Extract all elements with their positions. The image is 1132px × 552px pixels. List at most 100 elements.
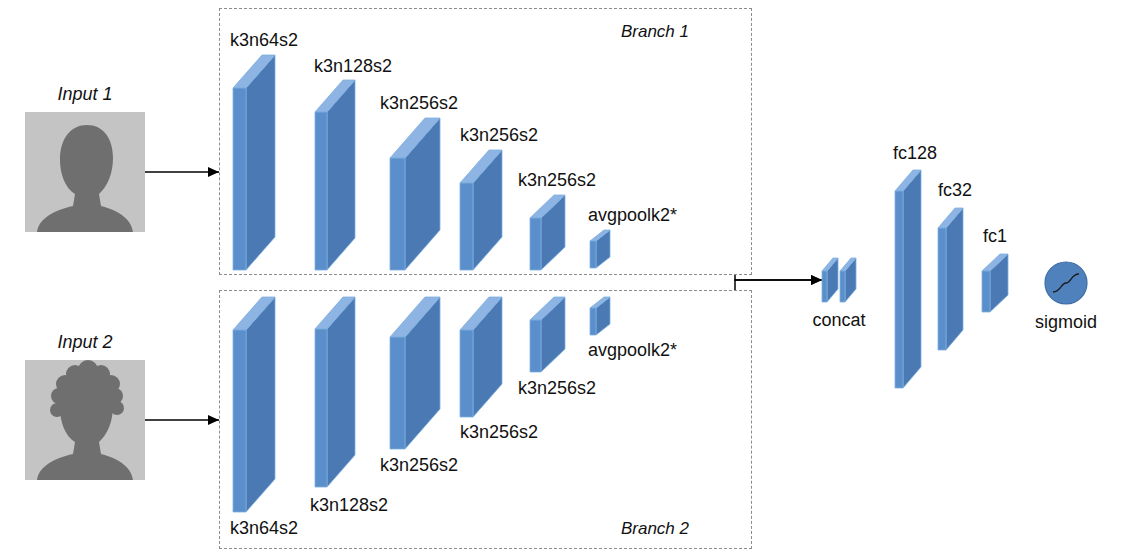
concat-layer-shape (822, 258, 856, 302)
fc-layer-shape (938, 208, 963, 350)
input-image: Input 1 (25, 112, 145, 232)
pool-layer-shape (590, 297, 610, 335)
layer-face (938, 208, 963, 228)
sigmoid-node: sigmoid (1044, 261, 1088, 305)
fc-layer-shape (895, 170, 921, 388)
concat-layer: concat (822, 258, 856, 302)
layer-face (315, 112, 327, 270)
conv-layer: k3n64s2 (233, 297, 275, 512)
head-silhouette (37, 373, 133, 480)
layer-label: k3n256s2 (460, 422, 538, 443)
layer-face (590, 297, 610, 308)
layer-face (530, 297, 565, 320)
layer-face (390, 118, 440, 158)
layer-label: fc32 (938, 180, 972, 201)
layer-face (822, 258, 838, 271)
layer-face (530, 218, 541, 270)
layer-face (840, 258, 856, 271)
layer-face (390, 337, 405, 449)
layer-label: k3n128s2 (310, 495, 388, 516)
hair-curl (110, 401, 124, 415)
conv-layer: k3n64s2 (233, 55, 275, 270)
flow-arrow (145, 419, 219, 421)
layer-face (233, 330, 246, 512)
layer-face (530, 195, 565, 218)
conv-layer-shape (460, 150, 502, 270)
branch-title: Branch 1 (621, 21, 689, 42)
layer-face (315, 329, 327, 487)
conv-layer: k3n256s2 (460, 150, 502, 270)
layer-face (946, 208, 963, 350)
conv-layer: k3n256s2 (390, 118, 440, 270)
layer-face (530, 320, 541, 372)
layer-face (938, 228, 946, 350)
input-label: Input 1 (57, 84, 112, 105)
branch-box: Branch 1k3n64s2k3n128s2k3n256s2k3n256s2k… (219, 8, 752, 275)
fc-layer: fc32 (938, 208, 963, 350)
conv-layer-shape (530, 297, 565, 372)
layer-label: k3n256s2 (380, 93, 458, 114)
head-silhouette (37, 125, 133, 232)
conv-layer-shape (390, 297, 440, 449)
conv-layer: k3n128s2 (315, 80, 355, 270)
layer-label: k3n256s2 (518, 378, 596, 399)
conv-layer: k3n128s2 (315, 297, 355, 487)
layer-face (822, 271, 827, 302)
conv-layer: k3n256s2 (460, 297, 502, 417)
pool-layer-shape (590, 230, 610, 268)
conv-layer-shape (315, 80, 355, 270)
layer-face (246, 297, 275, 512)
layer-face (327, 297, 355, 487)
layer-face (460, 150, 502, 183)
sigmoid-curve (1053, 274, 1079, 292)
layer-face (903, 170, 921, 388)
layer-label: k3n64s2 (230, 30, 298, 51)
layer-face (233, 88, 246, 270)
layer-face (327, 80, 355, 270)
layer-face (460, 183, 473, 270)
conv-layer-shape (390, 118, 440, 270)
sigmoid-node-shape (1044, 261, 1088, 305)
fc-layer: fc128 (895, 170, 921, 388)
flow-arrow (145, 171, 219, 173)
conv-layer-shape (233, 55, 275, 270)
layer-face (895, 191, 903, 388)
input-image-shape (25, 112, 145, 232)
layer-label: avgpoolk2* (588, 340, 677, 361)
layer-label: k3n256s2 (380, 455, 458, 476)
layer-label: k3n128s2 (314, 56, 392, 77)
layer-label: k3n256s2 (460, 125, 538, 146)
input-image-shape (25, 360, 145, 480)
fc-layer-shape (982, 254, 1008, 312)
layer-face (895, 170, 921, 191)
branch-title: Branch 2 (621, 518, 689, 539)
layer-face (460, 330, 473, 417)
pool-layer: avgpoolk2* (590, 230, 610, 268)
layer-label: k3n256s2 (518, 170, 596, 191)
layer-face (590, 308, 596, 335)
input-image: Input 2 (25, 360, 145, 480)
layer-face (233, 297, 275, 330)
pool-layer: avgpoolk2* (590, 297, 610, 335)
layer-label: k3n64s2 (230, 518, 298, 539)
sigmoid-circle (1045, 262, 1087, 304)
layer-face (246, 55, 275, 270)
layer-face (590, 241, 596, 268)
input-label: Input 2 (57, 332, 112, 353)
branch-box: Branch 2k3n64s2k3n128s2k3n256s2k3n256s2k… (219, 290, 752, 549)
conv-layer: k3n256s2 (390, 297, 440, 449)
layer-face (315, 297, 355, 329)
conv-layer-shape (315, 297, 355, 487)
conv-layer-shape (460, 297, 502, 417)
layer-label: sigmoid (1035, 312, 1097, 333)
flow-arrow (735, 280, 822, 290)
layer-label: fc1 (983, 226, 1007, 247)
layer-label: avgpoolk2* (588, 205, 677, 226)
conv-layer: k3n256s2 (530, 297, 565, 372)
image-ground (25, 360, 145, 480)
layer-face (390, 158, 405, 270)
layer-label: fc128 (893, 143, 937, 164)
layer-face (390, 297, 440, 337)
layer-face (460, 297, 502, 330)
image-ground (25, 112, 145, 232)
